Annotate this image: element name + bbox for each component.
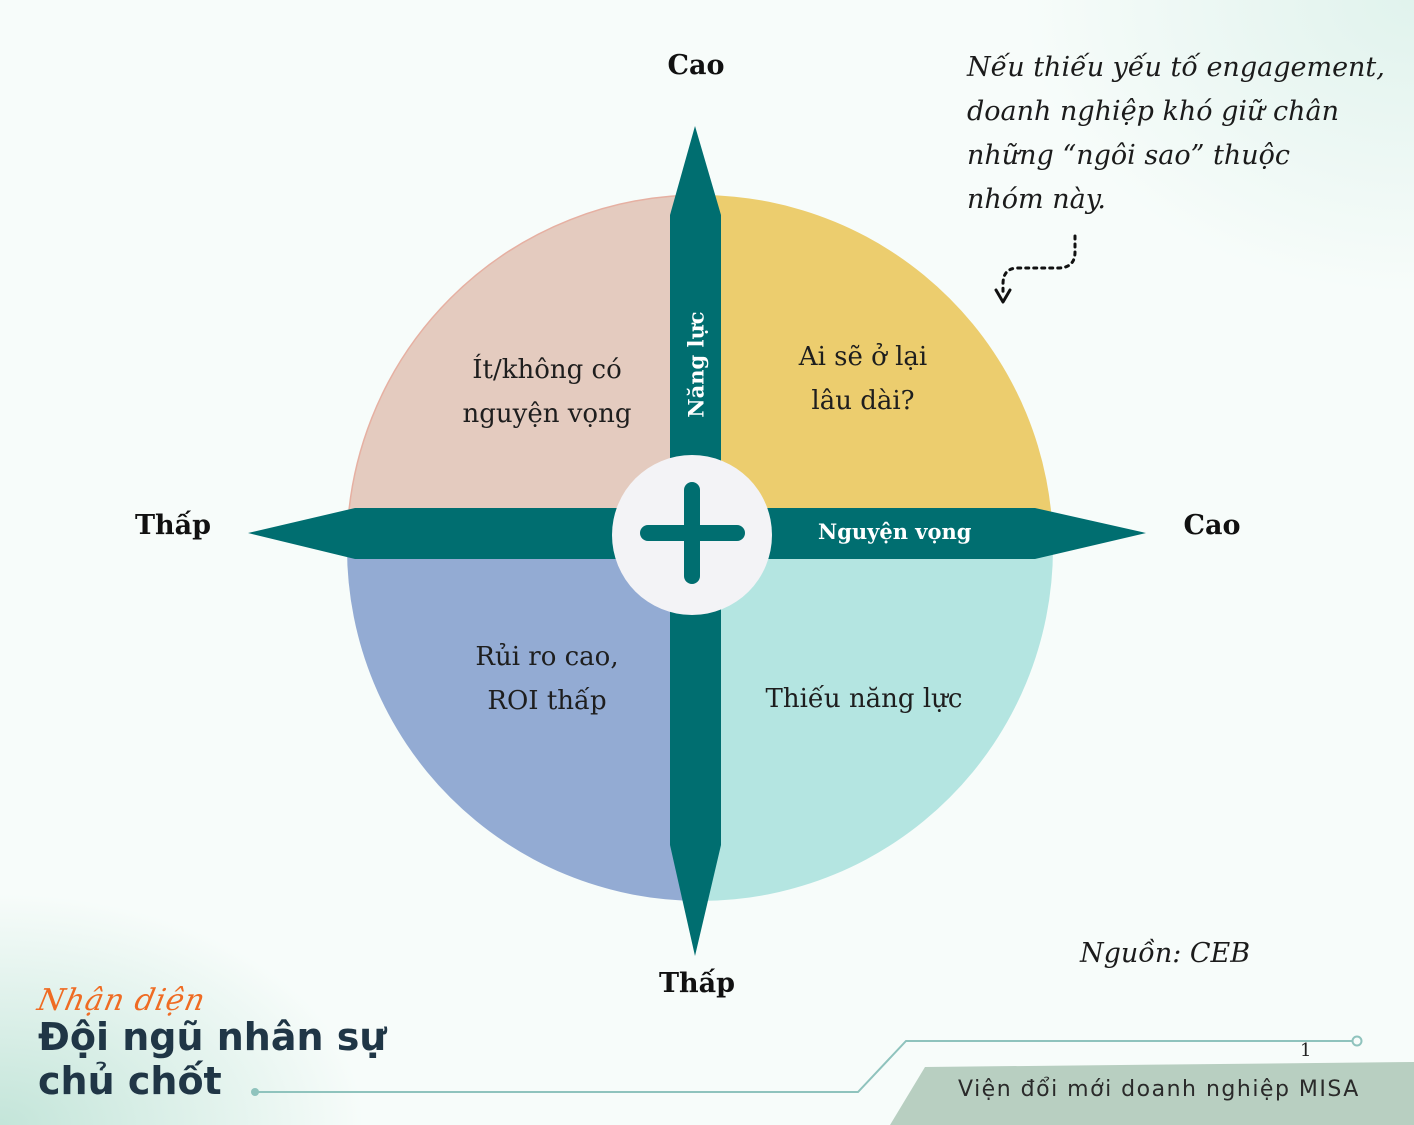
quadrant-label-line: Ít/không có xyxy=(472,355,622,385)
source-credit: Nguồn: CEB xyxy=(1080,938,1251,969)
quadrant-bottom-right xyxy=(700,548,1053,901)
horizontal-axis-name: Nguyện vọng xyxy=(818,519,972,544)
dotted-arrow-icon xyxy=(994,234,1077,304)
quadrant-label-line: Ai sẽ ở lại xyxy=(798,342,928,372)
quadrant-bottom-left xyxy=(347,548,700,901)
note-line: doanh nghiệp khó giữ chân xyxy=(967,96,1340,127)
note-line: Nếu thiếu yếu tố engagement, xyxy=(967,52,1385,83)
quadrant-label-top-left: Ít/không có nguyện vọng xyxy=(437,348,657,436)
quadrant-label-line: nguyện vọng xyxy=(462,399,632,429)
footer-decoration xyxy=(251,1035,1414,1125)
quadrant-label-bottom-left: Rủi ro cao, ROI thấp xyxy=(437,635,657,723)
brand-title: Đội ngũ nhân sự chủ chốt xyxy=(38,1015,386,1103)
quadrant-label-line: Rủi ro cao, xyxy=(475,642,619,672)
note-line: nhóm này. xyxy=(967,184,1106,215)
quadrant-top-left xyxy=(346,194,701,549)
quadrant-label-line: ROI thấp xyxy=(487,686,607,716)
page-number: 1 xyxy=(1300,1040,1312,1061)
quadrant-label-line: lâu dài? xyxy=(811,386,915,416)
brand-title-line: Đội ngũ nhân sự xyxy=(38,1015,387,1059)
plus-icon xyxy=(640,482,745,584)
axis-label-left: Thấp xyxy=(134,510,212,541)
vertical-axis-name: Năng lực xyxy=(683,311,709,418)
note-line: những “ngôi sao” thuộc xyxy=(967,140,1290,171)
quadrant-label-line: Thiếu năng lực xyxy=(765,684,963,714)
quadrant-label-top-right: Ai sẽ ở lại lâu dài? xyxy=(753,335,973,423)
engagement-note: Nếu thiếu yếu tố engagement, doanh nghiệ… xyxy=(967,46,1387,222)
quadrant-label-bottom-right: Thiếu năng lực xyxy=(734,677,994,721)
axis-label-top: Cao xyxy=(667,50,725,81)
brand-title-line: chủ chốt xyxy=(38,1059,222,1103)
axis-label-right: Cao xyxy=(1183,510,1241,541)
footer-organization: Viện đổi mới doanh nghiệp MISA xyxy=(958,1077,1360,1102)
axis-label-bottom: Thấp xyxy=(658,968,736,999)
brand-script-text: Nhận diện xyxy=(34,983,209,1018)
quadrant-top-right xyxy=(700,195,1053,548)
